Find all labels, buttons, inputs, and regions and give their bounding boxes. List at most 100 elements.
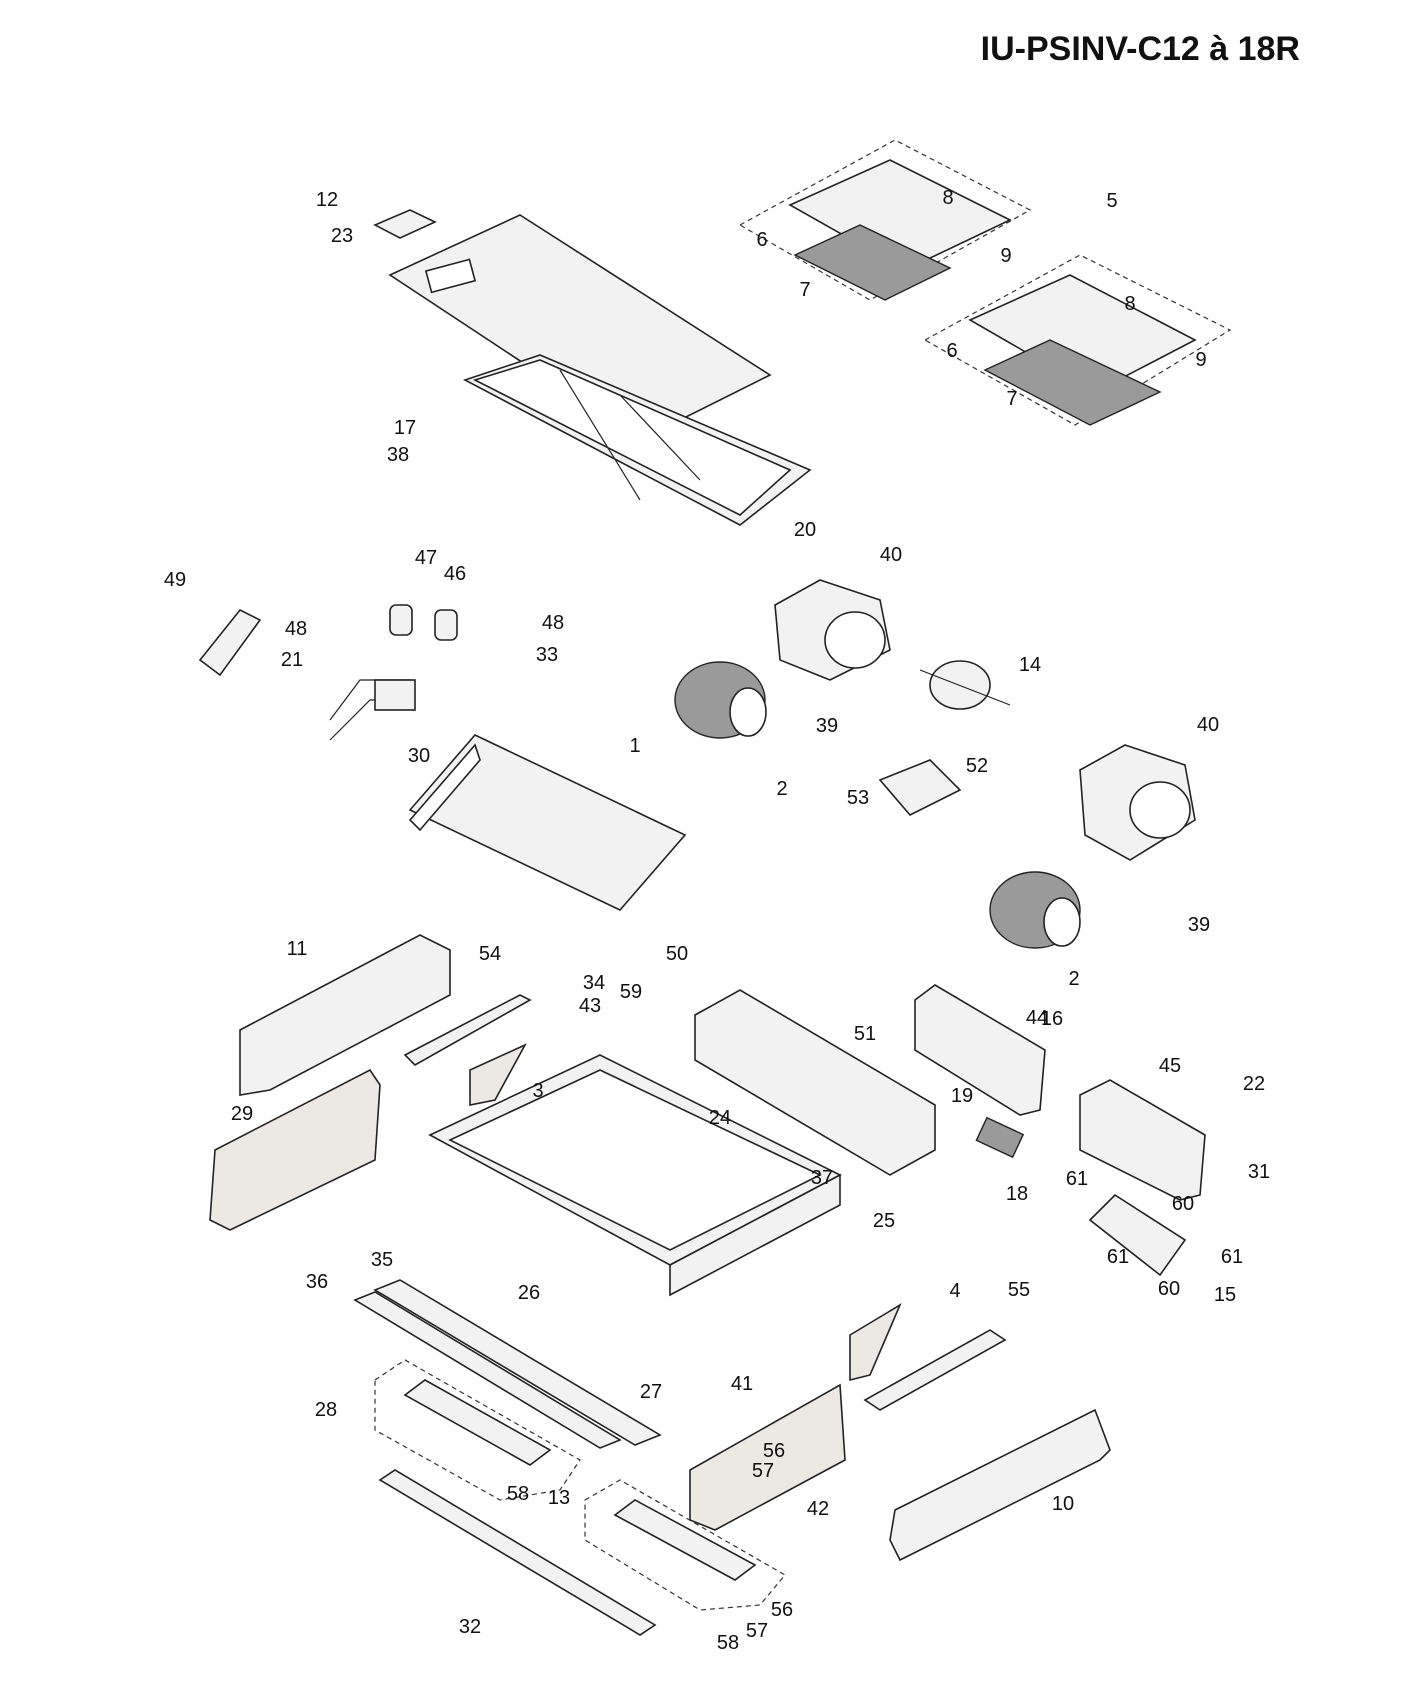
callout-number: 39 [816, 715, 838, 737]
fan-wheel-upper [674, 661, 767, 739]
callout-number: 28 [315, 1399, 337, 1421]
callout-number: 34 [583, 972, 605, 994]
callout-number: 3 [532, 1080, 543, 1102]
callout-number: 56 [763, 1440, 785, 1462]
callout-number: 9 [1195, 349, 1206, 371]
callout-number: 24 [709, 1107, 731, 1129]
callout-number: 7 [799, 279, 810, 301]
callout-number: 61 [1066, 1168, 1088, 1190]
callout-number: 22 [1243, 1073, 1265, 1095]
callout-number: 8 [1124, 293, 1135, 315]
callout-number: 2 [776, 778, 787, 800]
diagram-title: IU-PSINV-C12 à 18R [980, 30, 1300, 68]
callout-number: 61 [1221, 1246, 1243, 1268]
callout-number: 27 [640, 1381, 662, 1403]
callout-number: 15 [1214, 1284, 1236, 1306]
callout-number: 41 [731, 1373, 753, 1395]
callout-number: 40 [880, 544, 902, 566]
horizontal-louver [378, 1469, 657, 1636]
callout-number: 30 [408, 745, 430, 767]
callout-number: 60 [1172, 1193, 1194, 1215]
callout-number: 16 [1041, 1008, 1063, 1030]
callout-number: 56 [771, 1599, 793, 1621]
callout-number: 58 [507, 1483, 529, 1505]
callout-number: 53 [847, 787, 869, 809]
callout-number: 21 [281, 649, 303, 671]
heat-exchanger [408, 734, 687, 911]
bracket-55 [863, 1329, 1007, 1411]
callout-number: 9 [1000, 245, 1011, 267]
callout-number: 49 [164, 569, 186, 591]
callout-number: 43 [579, 995, 601, 1017]
fan-casing-lower [1079, 744, 1196, 861]
bracket-54 [403, 994, 532, 1066]
callout-number: 31 [1248, 1161, 1270, 1183]
callout-number-group: 1223456677889910111213141516171819202122… [164, 187, 1270, 1654]
filter-group-upper [738, 139, 1032, 301]
fan-wheel-lower [989, 871, 1081, 949]
insulation-4 [849, 1303, 902, 1382]
electrical-cover-49 [198, 608, 262, 677]
louver-group-lower [584, 1479, 786, 1611]
callout-number: 1 [629, 735, 640, 757]
louver-rail-35 [373, 1279, 662, 1446]
callout-number: 37 [811, 1167, 833, 1189]
callout-number: 60 [1158, 1278, 1180, 1300]
callout-number: 39 [1188, 914, 1210, 936]
filter-group-lower [923, 254, 1232, 426]
callout-number: 26 [518, 1282, 540, 1304]
callout-number: 36 [306, 1271, 328, 1293]
louver-rail-36 [353, 1291, 622, 1449]
base-frame [462, 354, 812, 526]
callout-number: 47 [415, 547, 437, 569]
terminal-block [975, 1116, 1025, 1159]
callout-number: 54 [479, 943, 501, 965]
callout-number: 46 [444, 563, 466, 585]
left-side-cover [239, 934, 451, 1096]
callout-number: 51 [854, 1023, 876, 1045]
right-side-cover [889, 1408, 1111, 1562]
fan-motor [919, 660, 1011, 710]
callout-number: 50 [666, 943, 688, 965]
callout-number: 58 [717, 1632, 739, 1654]
right-insulation [689, 1383, 846, 1531]
callout-number: 59 [620, 981, 642, 1003]
main-chassis [428, 1054, 842, 1297]
callout-number: 20 [794, 519, 816, 541]
callout-number: 25 [873, 1210, 895, 1232]
pcb-board [1088, 1193, 1187, 1277]
fan-casing-upper [774, 579, 891, 681]
callout-number: 33 [536, 644, 558, 666]
callout-number: 13 [548, 1487, 570, 1509]
callout-number: 40 [1197, 714, 1219, 736]
callout-number: 18 [1006, 1183, 1028, 1205]
callout-number: 14 [1019, 654, 1041, 676]
left-insulation [209, 1068, 381, 1231]
insulation-3 [469, 1043, 527, 1106]
callout-number: 23 [331, 225, 353, 247]
callout-number: 52 [966, 755, 988, 777]
callout-number: 44 [1026, 1007, 1048, 1029]
motor-bracket [878, 759, 962, 816]
callout-number: 42 [807, 1498, 829, 1520]
callout-number: 2 [1068, 968, 1079, 990]
callout-number: 29 [231, 1103, 253, 1125]
callout-number: 11 [287, 938, 308, 960]
center-panel [694, 989, 936, 1176]
callout-number: 12 [316, 189, 338, 211]
callout-number: 55 [1008, 1279, 1030, 1301]
callout-number: 48 [542, 612, 564, 634]
callout-number: 6 [756, 229, 767, 251]
callout-number: 45 [1159, 1055, 1181, 1077]
callout-number: 38 [387, 444, 409, 466]
callout-number: 61 [1107, 1246, 1129, 1268]
callout-number: 6 [946, 340, 957, 362]
callout-number: 4 [949, 1280, 960, 1302]
piping-assembly [329, 604, 458, 741]
callout-number: 5 [1106, 190, 1117, 212]
callout-number: 10 [1052, 1493, 1074, 1515]
electric-box [1079, 1079, 1206, 1201]
callout-number: 57 [752, 1460, 774, 1482]
right-cover-44 [914, 984, 1046, 1116]
